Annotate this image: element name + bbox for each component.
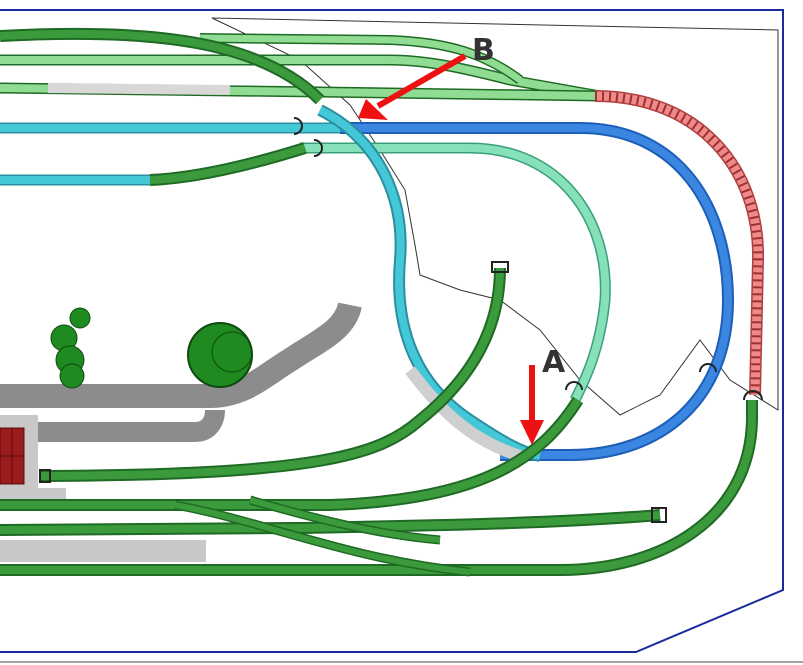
mint-track [300, 142, 611, 403]
arrow-a [520, 365, 544, 445]
blue-track [340, 122, 735, 461]
station-building [0, 427, 25, 485]
arrow-b [358, 53, 467, 120]
green-tracks [0, 27, 758, 577]
cyan-tracks [0, 104, 542, 462]
road-network [0, 301, 362, 442]
red-track [594, 90, 765, 396]
board-outline [0, 9, 803, 663]
label-a: A [542, 345, 566, 380]
track-bumpers [39, 117, 763, 523]
label-b: B [472, 33, 495, 68]
tree-group [50, 307, 253, 389]
